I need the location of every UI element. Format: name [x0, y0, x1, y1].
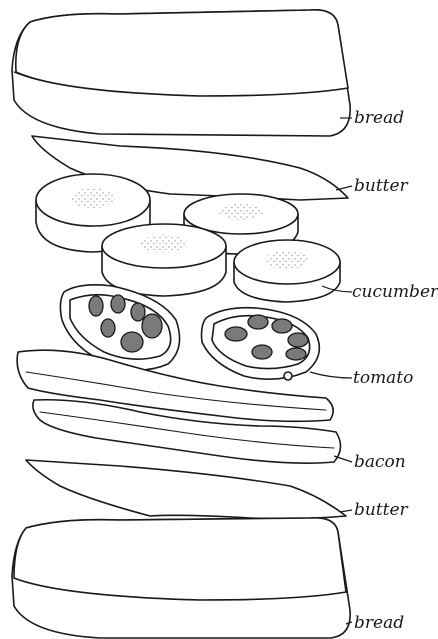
butter-bottom-layer	[26, 460, 346, 519]
label-bacon: bacon	[354, 452, 406, 472]
tomato-slice	[202, 308, 320, 380]
label-butter-top: butter	[354, 176, 409, 196]
label-bread-top: bread	[354, 108, 404, 128]
cucumber-slice	[102, 224, 226, 296]
labels: bread butter cucumber tomato bacon butte…	[352, 108, 438, 633]
label-butter-bottom: butter	[354, 500, 409, 520]
label-bread-bottom: bread	[354, 613, 404, 633]
bread-bottom-slice	[12, 518, 350, 638]
label-tomato: tomato	[353, 368, 413, 388]
cucumber-slice	[234, 240, 340, 302]
bread-top-slice	[12, 10, 350, 136]
label-cucumber: cucumber	[352, 282, 438, 302]
